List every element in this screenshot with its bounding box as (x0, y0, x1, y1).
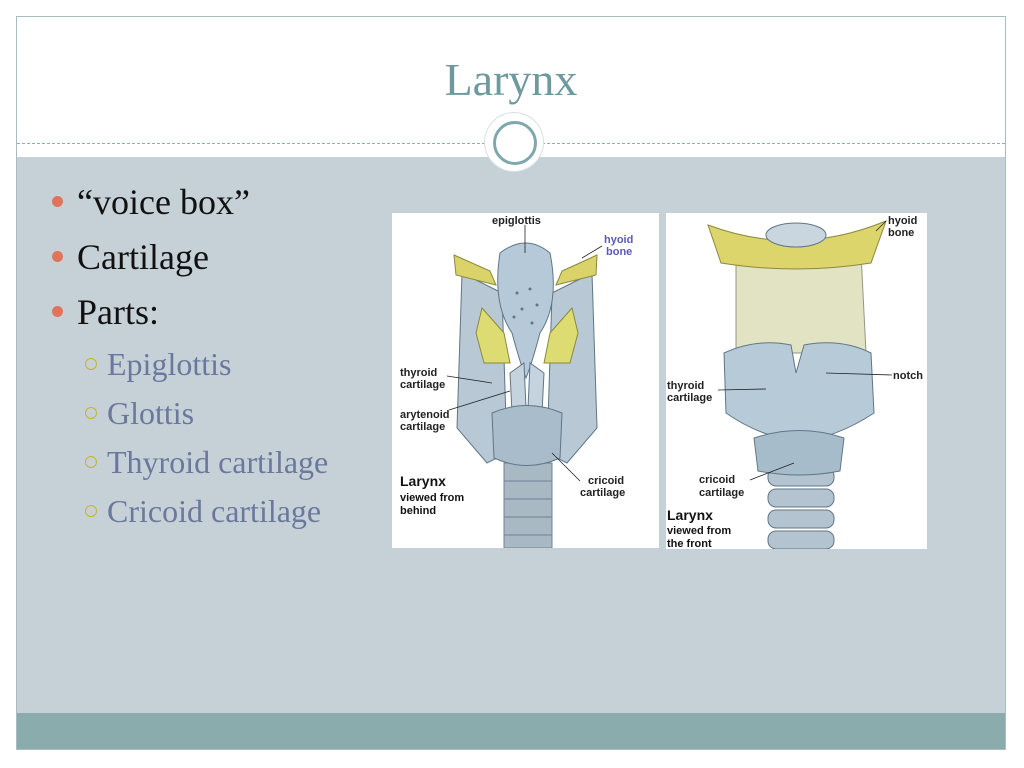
larynx-behind-figure: epiglottis hyoid bone thyroid cartilage … (392, 213, 659, 548)
label-arytenoid-cartilage: cartilage (400, 421, 445, 433)
bullet-item: Parts: (47, 289, 328, 344)
label-hyoid-bone: bone (606, 246, 632, 258)
bullet-item: Cartilage (47, 234, 328, 289)
bullet-dot-icon (52, 306, 63, 317)
ring-bullet-icon (85, 358, 97, 370)
sub-bullet-item: Thyroid cartilage (47, 442, 328, 491)
caption-line: behind (400, 505, 436, 517)
label-thyroid-cartilage: thyroid (667, 380, 704, 392)
sub-bullet-item: Glottis (47, 393, 328, 442)
sub-bullet-item: Epiglottis (47, 344, 328, 393)
caption-title: Larynx (667, 507, 713, 523)
caption-title: Larynx (400, 473, 446, 489)
larynx-front-illustration: hyoid bone notch thyroid cartilage crico… (666, 213, 927, 549)
label-notch: notch (893, 370, 923, 382)
label-cricoid-cartilage: cartilage (580, 487, 625, 499)
label-thyroid-cartilage: thyroid (400, 367, 437, 379)
label-epiglottis: epiglottis (492, 215, 541, 227)
label-cricoid-cartilage: cricoid (699, 474, 735, 486)
sub-bullet-text: Glottis (107, 395, 195, 431)
circle-ornament-ring (493, 121, 537, 165)
sub-bullet-list: Epiglottis Glottis Thyroid cartilage Cri… (47, 344, 328, 540)
circle-ornament-icon (485, 113, 543, 171)
caption-line: viewed from (400, 492, 464, 504)
bullet-item: “voice box” (47, 179, 328, 234)
larynx-behind-illustration: epiglottis hyoid bone thyroid cartilage … (392, 213, 659, 548)
sub-bullet-text: Thyroid cartilage (107, 444, 329, 480)
bullet-text: “voice box” (77, 182, 250, 222)
larynx-front-figure: hyoid bone notch thyroid cartilage crico… (666, 213, 927, 549)
label-cricoid-cartilage: cricoid (588, 475, 624, 487)
sub-bullet-text: Cricoid cartilage (107, 493, 322, 529)
label-arytenoid-cartilage: arytenoid (400, 409, 450, 421)
label-hyoid-bone: bone (888, 227, 914, 239)
ring-bullet-icon (85, 505, 97, 517)
bullet-dot-icon (52, 251, 63, 262)
label-thyroid-cartilage: cartilage (667, 392, 712, 404)
slide-title: Larynx (444, 54, 578, 105)
ring-bullet-icon (85, 456, 97, 468)
sub-bullet-item: Cricoid cartilage (47, 491, 328, 540)
sub-bullet-text: Epiglottis (107, 346, 232, 382)
bullet-text: Cartilage (77, 237, 209, 277)
slide: Larynx “voice box” Cartilage Parts: Epig… (16, 16, 1006, 750)
label-thyroid-cartilage: cartilage (400, 379, 445, 391)
label-cricoid-cartilage: cartilage (699, 487, 744, 499)
caption-line: the front (667, 538, 712, 549)
bullet-text: Parts: (77, 292, 160, 332)
bullet-dot-icon (52, 196, 63, 207)
bullet-list: “voice box” Cartilage Parts: Epiglottis … (47, 179, 328, 540)
label-hyoid-bone: hyoid (604, 234, 633, 246)
ring-bullet-icon (85, 407, 97, 419)
caption-line: viewed from (667, 525, 731, 537)
label-hyoid-bone: hyoid (888, 215, 917, 227)
footer-bar (17, 713, 1005, 749)
